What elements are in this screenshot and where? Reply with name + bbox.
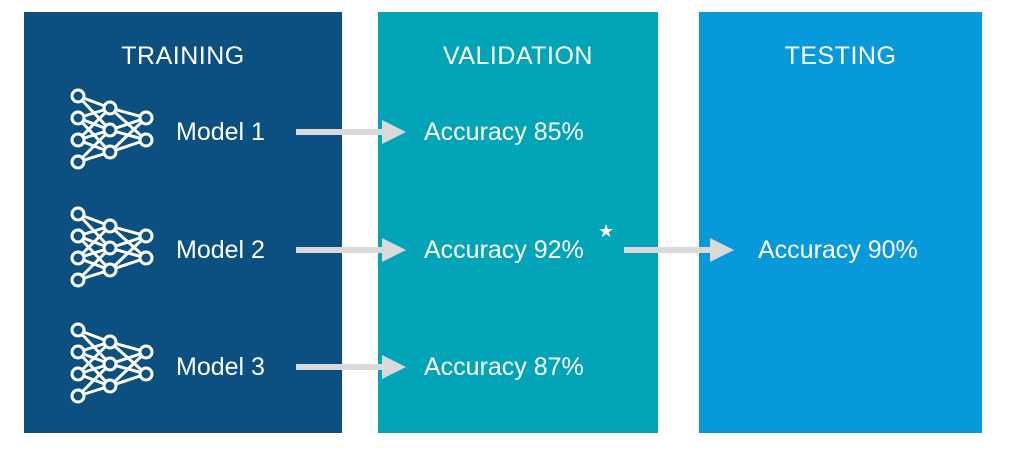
model-3-label: Model 3 [176, 353, 265, 381]
arrow-right-icon [296, 238, 406, 262]
training-title: TRAINING [121, 42, 245, 70]
model-1-label: Model 1 [176, 118, 265, 146]
model-3-validation-accuracy: Accuracy 87% [424, 353, 584, 381]
model-1-validation-accuracy: Accuracy 85% [424, 118, 584, 146]
testing-panel: TESTING [699, 12, 982, 433]
selected-star-icon: ★ [598, 221, 615, 241]
neural-network-icon [70, 206, 154, 288]
model-2-validation-accuracy: Accuracy 92% [424, 236, 584, 264]
testing-title: TESTING [784, 42, 897, 70]
arrow-right-icon [624, 238, 734, 262]
training-panel: TRAINING [24, 12, 342, 433]
neural-network-icon [70, 322, 154, 404]
validation-panel: VALIDATION [378, 12, 658, 433]
model-2-label: Model 2 [176, 236, 265, 264]
validation-title: VALIDATION [443, 42, 593, 70]
arrow-right-icon [296, 355, 406, 379]
arrow-right-icon [296, 120, 406, 144]
neural-network-icon [70, 88, 154, 170]
testing-accuracy: Accuracy 90% [758, 236, 918, 264]
